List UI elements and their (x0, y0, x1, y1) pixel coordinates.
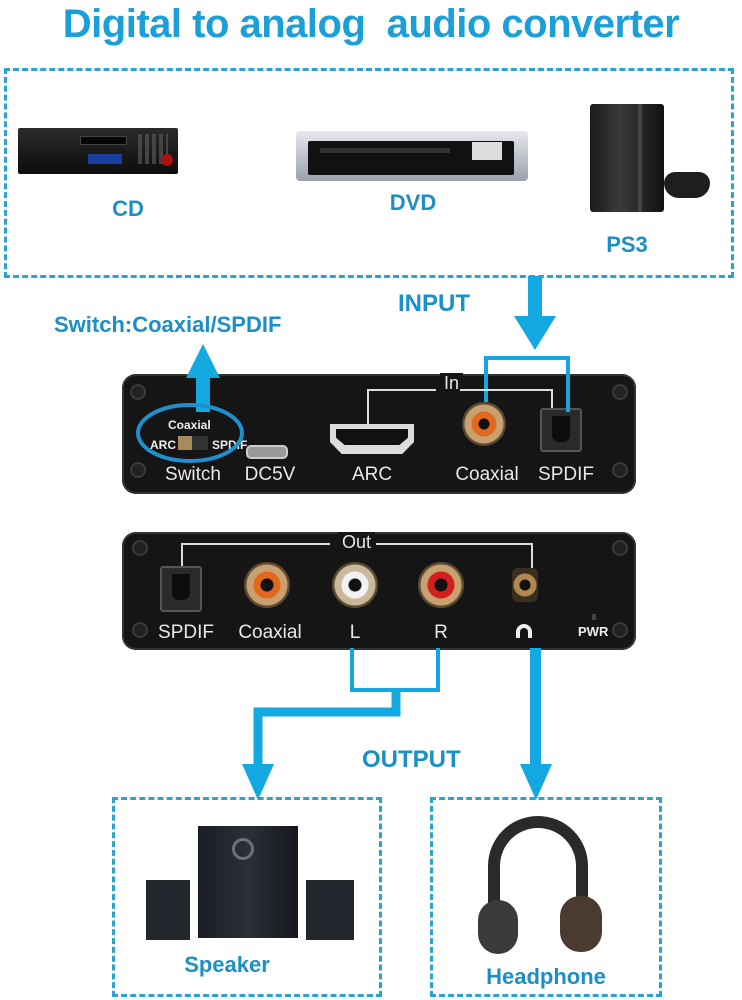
source-label-dvd: DVD (389, 190, 437, 215)
screw (130, 384, 146, 400)
input-sources-box (4, 68, 734, 278)
screw (612, 462, 628, 478)
ps3-controller-icon (664, 172, 710, 198)
headphone-box (430, 797, 662, 997)
headphone-flow-line (530, 648, 541, 772)
power-led (592, 614, 596, 620)
switch-highlight-ellipse (136, 403, 244, 463)
port-label-dc5v: DC5V (244, 464, 296, 485)
headphone-output-jack[interactable] (512, 568, 538, 602)
port-label-left: L (349, 622, 361, 643)
input-arrow-shaft (528, 276, 542, 316)
switch-coaxial-label: Coaxial (168, 418, 211, 432)
output-flow-label: OUTPUT (362, 746, 461, 773)
switch-label: Switch (165, 464, 221, 485)
screw (132, 622, 148, 638)
speaker-system-icon (146, 824, 360, 944)
port-label-arc: ARC (351, 464, 393, 485)
screw (612, 622, 628, 638)
port-label-coaxial-in: Coaxial (455, 464, 519, 485)
switch-arrow-shaft (196, 372, 210, 412)
input-flow-label: INPUT (398, 290, 470, 317)
input-arrow-head (514, 316, 556, 350)
source-switch-toggle[interactable] (178, 436, 208, 450)
output-label-headphone: Headphone (486, 964, 606, 989)
rca-right-output-jack[interactable] (418, 562, 464, 608)
headphone-arrow-head (520, 764, 552, 800)
spdif-optical-output[interactable] (160, 566, 202, 612)
screw (612, 384, 628, 400)
ps3-console-icon (590, 104, 664, 212)
port-label-right: R (434, 622, 448, 643)
source-label-ps3: PS3 (606, 232, 648, 257)
page-title: Digital to analog audio converter (62, 2, 680, 46)
out-group-label: Out (338, 532, 376, 553)
switch-arc-label: ARC (150, 438, 176, 452)
headphone-icon (516, 624, 532, 638)
rca-left-output-jack[interactable] (332, 562, 378, 608)
output-label-speaker: Speaker (184, 952, 270, 977)
lr-bracket (350, 648, 440, 692)
coaxial-input-jack[interactable] (462, 402, 506, 446)
switch-note-label: Switch:Coaxial/SPDIF (54, 312, 282, 337)
coaxial-output-jack[interactable] (244, 562, 290, 608)
in-group-label: In (440, 373, 464, 394)
spdif-optical-input[interactable] (540, 408, 582, 452)
right-satellite (306, 880, 354, 940)
screw (132, 540, 148, 556)
screw (612, 540, 628, 556)
micro-usb-port[interactable] (246, 445, 288, 459)
source-label-cd: CD (112, 196, 144, 221)
port-label-coaxial-out: Coaxial (238, 622, 302, 643)
headphones-icon (478, 816, 608, 966)
input-bracket (484, 356, 570, 412)
port-label-spdif-out: SPDIF (158, 622, 214, 643)
hdmi-arc-port[interactable] (330, 424, 414, 454)
pwr-label: PWR (578, 624, 609, 639)
port-label-spdif-in: SPDIF (538, 464, 594, 485)
left-satellite (146, 880, 190, 940)
screw (130, 462, 146, 478)
speaker-arrow-head (242, 764, 274, 800)
dvd-player-icon (296, 131, 528, 181)
output-panel (122, 532, 636, 650)
speaker-flow-line (253, 690, 401, 770)
cd-player-icon (18, 128, 178, 174)
speaker-box (112, 797, 382, 997)
switch-arrow-head (186, 344, 220, 378)
